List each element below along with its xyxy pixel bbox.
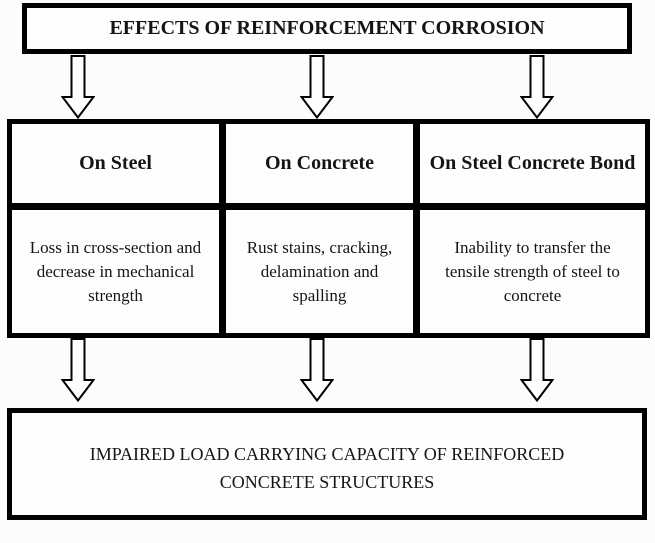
header-cell-on-concrete: On Concrete <box>226 124 413 203</box>
header-label: On Concrete <box>264 152 375 174</box>
conclusion-text: IMPAIRED LOAD CARRYING CAPACITY OF REINF… <box>89 444 565 492</box>
effect-text: Loss in cross-section and decrease in me… <box>29 237 202 305</box>
effect-text: Inability to transfer the tensile streng… <box>445 237 620 305</box>
down-arrow-icon <box>61 338 95 402</box>
down-arrow-icon <box>300 338 334 402</box>
header-label: On Steel <box>79 152 152 174</box>
effect-text: Rust stains, cracking, delamination and … <box>246 237 393 305</box>
header-cell-on-steel: On Steel <box>12 124 219 203</box>
effect-cell-steel-concrete-bond: Inability to transfer the tensile streng… <box>420 210 645 333</box>
down-arrow-icon <box>300 55 334 119</box>
effect-cell-concrete: Rust stains, cracking, delamination and … <box>226 210 413 333</box>
conclusion-box: IMPAIRED LOAD CARRYING CAPACITY OF REINF… <box>7 408 647 520</box>
header-label: On Steel Concrete Bond <box>429 152 636 174</box>
down-arrow-icon <box>520 338 554 402</box>
diagram-title: EFFECTS OF REINFORCEMENT CORROSION <box>109 17 545 39</box>
effects-table: On Steel On Concrete On Steel Concrete B… <box>7 119 650 338</box>
title-box: EFFECTS OF REINFORCEMENT CORROSION <box>22 3 632 54</box>
effect-cell-steel: Loss in cross-section and decrease in me… <box>12 210 219 333</box>
down-arrow-icon <box>520 55 554 119</box>
header-cell-on-steel-concrete-bond: On Steel Concrete Bond <box>420 124 645 203</box>
down-arrow-icon <box>61 55 95 119</box>
